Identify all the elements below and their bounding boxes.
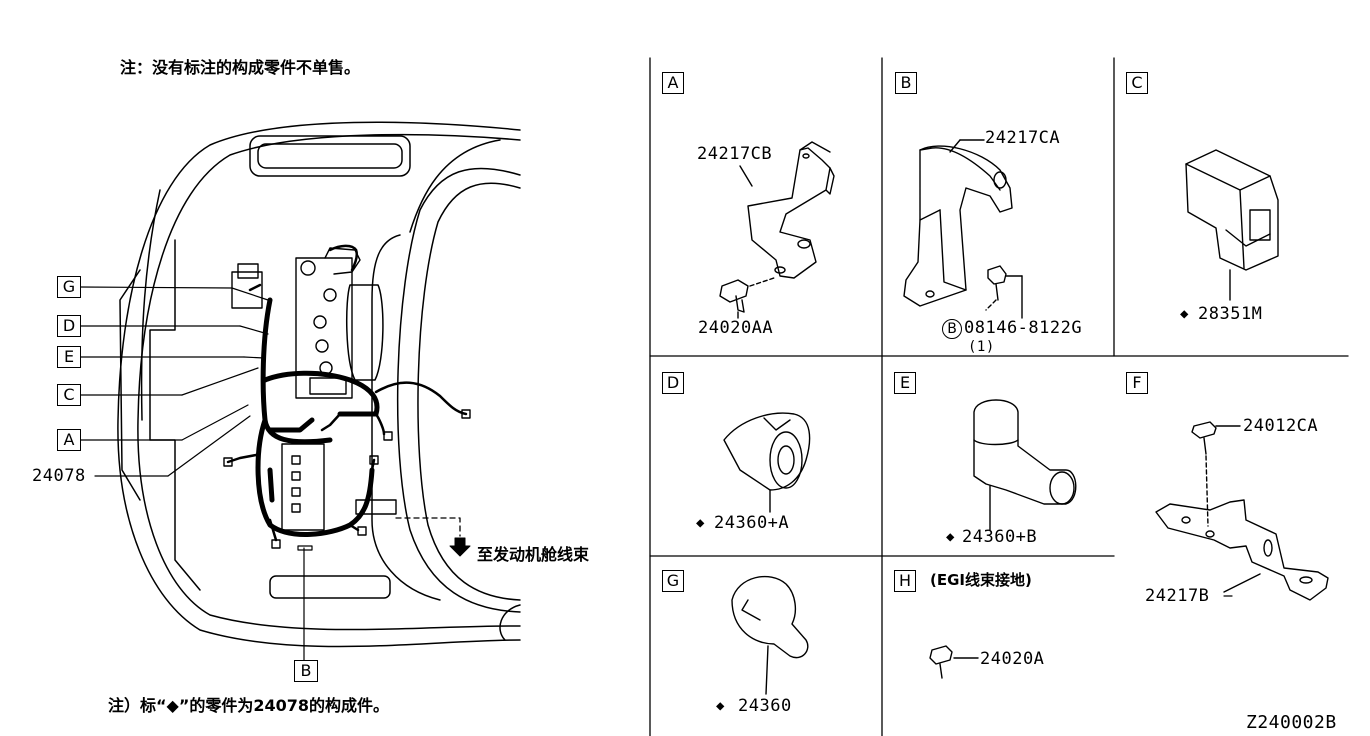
callout-g: G (57, 276, 81, 298)
part-boot-24360a (723, 412, 811, 513)
vehicle-body-outline (117, 121, 521, 648)
part-relay-28351m (1185, 149, 1279, 301)
callout-d: D (57, 315, 81, 337)
panel-e-label: E (894, 372, 916, 394)
panel-e-diamond-icon: ◆ (946, 529, 955, 545)
panel-d-diamond-icon: ◆ (696, 515, 705, 531)
panel-f-label: F (1126, 372, 1148, 394)
part-bracket-24217b (1155, 421, 1329, 601)
panel-b-bolt-circle: B (942, 319, 962, 339)
callout-a: A (57, 429, 81, 451)
panel-g-label: G (662, 570, 684, 592)
wiring-harness (231, 247, 397, 531)
panel-b-quantity: (1) (968, 339, 995, 355)
panel-f-part-bolt: 24012CA (1243, 416, 1319, 436)
part-clip-24217ca (903, 139, 1023, 319)
callout-e: E (57, 346, 81, 368)
panel-c-part-relay: 28351M (1198, 304, 1263, 324)
panel-b-label: B (895, 72, 917, 94)
panel-c-label: C (1126, 72, 1148, 94)
panel-b-part-bolt: 08146-8122G (964, 318, 1083, 338)
harness-part-number: 24078 (32, 466, 86, 486)
part-boot-24360 (731, 575, 809, 695)
top-note: 注：没有标注的构成零件不单售。 (120, 58, 361, 77)
engine-harness-dashed-line (395, 517, 461, 537)
panel-c-diamond-icon: ◆ (1180, 306, 1189, 322)
panel-h-label: H (894, 570, 916, 592)
panel-d-label: D (662, 372, 684, 394)
wiring-harness-thin (226, 244, 468, 542)
panel-b-part-clip: 24217CA (985, 128, 1061, 148)
engine-harness-label: 至发动机舱线束 (477, 545, 590, 564)
main-leader-lines (79, 286, 313, 661)
panel-a-part-bolt: 24020AA (698, 318, 774, 338)
part-boot-24360b (973, 399, 1077, 531)
panel-a-part-bracket: 24217CB (697, 144, 773, 164)
down-arrow-icon (449, 537, 471, 557)
panel-d-part: 24360+A (714, 513, 790, 533)
panel-f-part-bracket: 24217B (1145, 586, 1210, 606)
part-bolt-24020a (929, 645, 979, 679)
panel-e-part: 24360+B (962, 527, 1038, 547)
part-bracket-24217cb (719, 141, 835, 319)
callout-c: C (57, 384, 81, 406)
diagram-code: Z240002B (1246, 712, 1337, 733)
panel-g-diamond-icon: ◆ (716, 698, 725, 714)
panel-h-caption: (EGI线束接地) (930, 571, 1032, 589)
panel-g-part: 24360 (738, 696, 792, 716)
panel-h-part-bolt: 24020A (980, 649, 1045, 669)
panel-grid (649, 57, 1349, 736)
callout-b: B (294, 660, 318, 682)
wiring-harness-thick (255, 297, 380, 537)
bottom-note: 注）标“◆”的零件为24078的构成件。 (108, 696, 390, 715)
panel-a-label: A (662, 72, 684, 94)
